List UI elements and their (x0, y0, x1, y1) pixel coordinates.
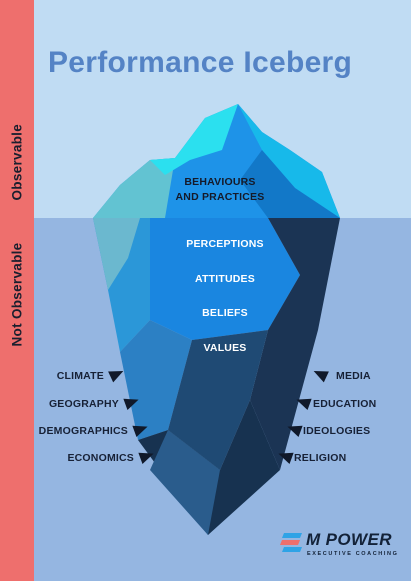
page-title: Performance Iceberg (48, 46, 353, 79)
iceberg-body-inner-highlight (150, 430, 220, 535)
iceberg-tip-shadow-facet (240, 150, 340, 218)
factor-media: MEDIA (336, 370, 371, 382)
logo-tagline: EXECUTIVE COACHING (307, 551, 399, 557)
mpower-logo: M POWER EXECUTIVE COACHING (280, 530, 400, 562)
iceberg-body-upper-left-facet (93, 218, 140, 290)
factor-climate: CLIMATE (56, 370, 104, 382)
factor-economics: ECONOMICS (67, 452, 134, 464)
iceberg-body-center-facet (150, 218, 300, 340)
iceberg-body-lower-center-facet (168, 330, 268, 470)
factor-religion: RELIGION (294, 452, 347, 464)
above-water-label: BEHAVIOURS AND PRACTICES (150, 175, 290, 205)
factor-ideologies: IDEOLOGIES (303, 425, 371, 437)
iceberg-tip-right-facet (238, 104, 340, 218)
observability-side-bar (0, 0, 34, 581)
above-water-label-line1: BEHAVIOURS (184, 176, 256, 188)
factor-education: EDUCATION (313, 398, 377, 410)
layer-perceptions: PERCEPTIONS (186, 238, 264, 250)
observable-label: Observable (9, 123, 25, 201)
iceberg-tip-peak-facet (150, 104, 238, 175)
iceberg-body-lower-left-facet (120, 320, 192, 440)
factor-demographics: DEMOGRAPHICS (38, 425, 128, 437)
layer-values: VALUES (203, 342, 247, 354)
mpower-logo-mark-icon (280, 533, 302, 552)
logo-name: M POWER (306, 530, 392, 549)
above-water-label-line2: AND PRACTICES (175, 191, 265, 203)
iceberg-tip-left-facet (93, 158, 175, 218)
iceberg-body-right-facet (250, 218, 340, 470)
factor-geography: GEOGRAPHY (48, 398, 119, 410)
layer-attitudes: ATTITUDES (195, 273, 255, 285)
layer-beliefs: BELIEFS (202, 307, 248, 319)
not-observable-label: Not Observable (9, 242, 25, 347)
